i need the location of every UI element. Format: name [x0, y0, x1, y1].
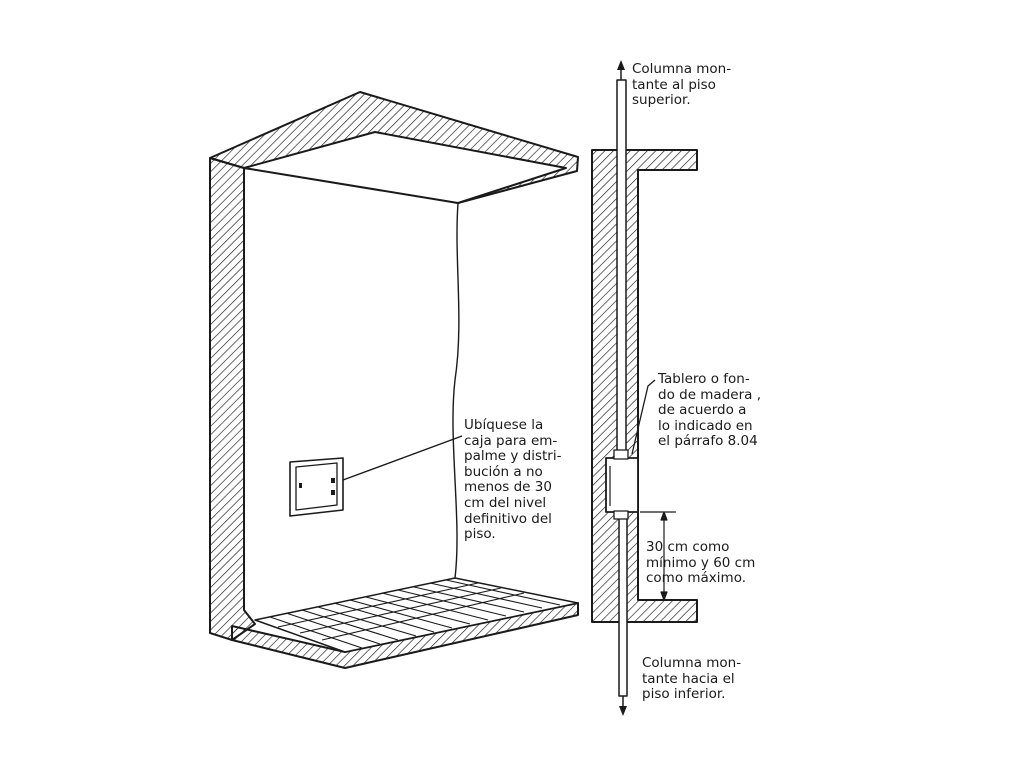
label-line: palme y distri-	[464, 448, 562, 465]
height-dimension	[640, 511, 676, 601]
leader-line-board	[631, 379, 656, 455]
room-perspective	[209, 91, 579, 669]
label-line: do de madera ,	[658, 386, 761, 403]
label-line: cm del nivel	[464, 494, 547, 511]
label-line: como máximo.	[646, 570, 747, 587]
label-line: lo indicado en	[658, 417, 753, 434]
left-wall-section	[209, 157, 256, 641]
label-line: bución a no	[464, 463, 543, 480]
label-height-range: 30 cm como mínimo y 60 cm como máximo.	[646, 539, 756, 587]
label-line: Columna mon-	[642, 655, 742, 671]
riser-pipe	[616, 79, 628, 697]
room-corner-edge	[452, 202, 460, 579]
floor-tile-grid	[269, 579, 561, 649]
leader-line-box	[342, 435, 463, 481]
label-line: definitivo del	[464, 510, 552, 527]
label-line: menos de 30	[464, 479, 552, 496]
junction-box-section	[605, 449, 639, 520]
label-line: mínimo y 60 cm	[646, 554, 756, 571]
arrow-up-icon	[617, 60, 625, 70]
label-board: Tablero o fon- do de madera , de acuerdo…	[658, 371, 761, 450]
label-line: piso.	[464, 526, 496, 543]
junction-box-wall	[289, 457, 344, 517]
label-riser-down: Columna mon- tante hacia el piso inferio…	[642, 655, 742, 703]
label-line: superior.	[632, 92, 691, 109]
label-line: piso inferior.	[642, 686, 726, 703]
label-line: Ubíquese la	[464, 417, 544, 433]
label-line: tante hacia el	[642, 670, 735, 687]
wall-section	[591, 60, 698, 716]
floor-surface	[254, 577, 579, 653]
label-line: caja para em-	[464, 432, 558, 449]
label-box-location: Ubíquese la caja para em- palme y distri…	[464, 417, 562, 543]
arrow-down-icon	[619, 706, 627, 716]
label-line: de acuerdo a	[658, 402, 747, 419]
label-line: tante al piso	[632, 76, 716, 93]
label-line: Columna mon-	[632, 61, 732, 77]
label-line: el párrafo 8.04	[658, 433, 758, 450]
ceiling-face	[243, 131, 567, 204]
label-riser-up: Columna mon- tante al piso superior.	[632, 61, 732, 109]
label-line: Tablero o fon-	[658, 371, 750, 387]
label-line: 30 cm como	[646, 539, 730, 555]
